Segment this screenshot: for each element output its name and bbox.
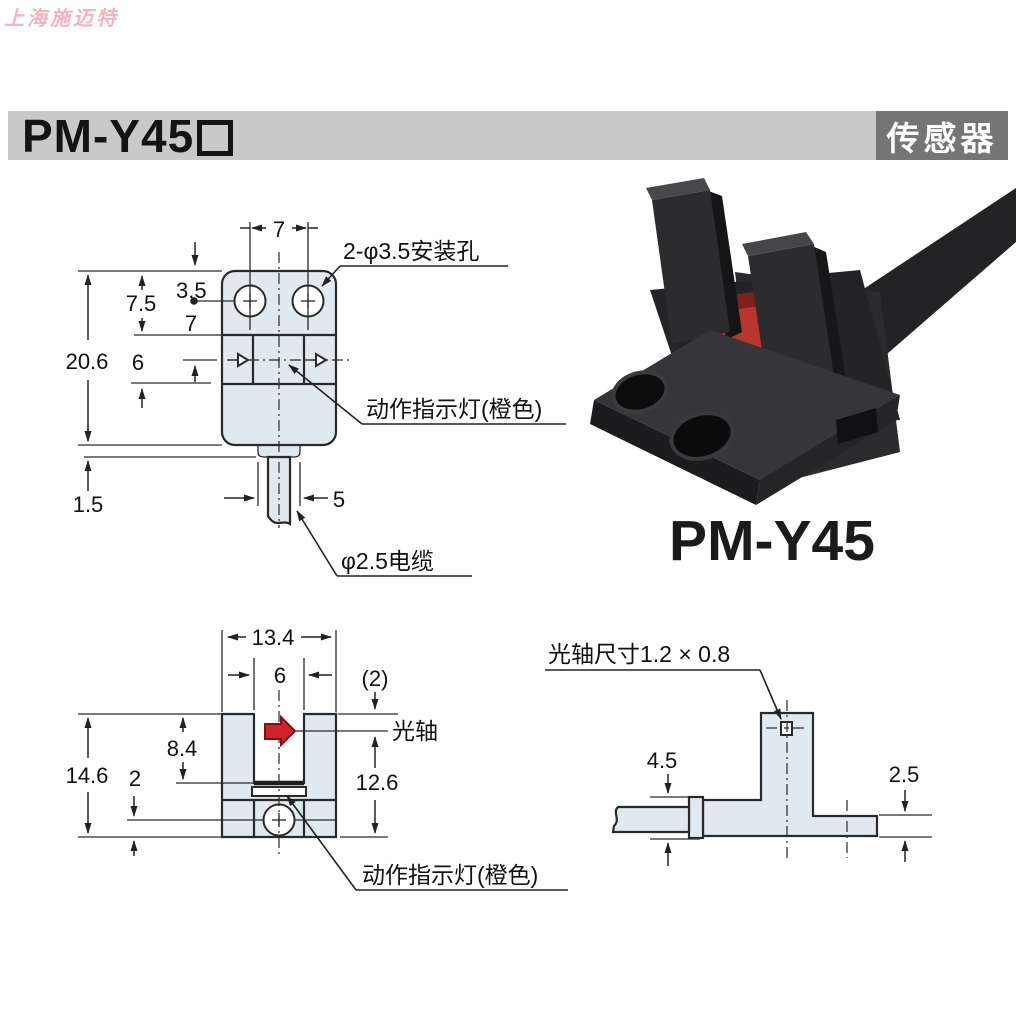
optical-axis-arrow-icon — [264, 714, 297, 748]
optical-axis-marker-icons — [228, 352, 328, 368]
dim-arm-thickness: 2.5 — [889, 762, 920, 787]
dim-indicator-offset: 2 — [129, 766, 141, 791]
section-title-bar: PM-Y45 — [8, 109, 876, 162]
side-view-drawing: 光轴尺寸1.2 × 0.8 4.5 2.5 — [545, 641, 932, 866]
dim-overall-width: 13.4 — [252, 625, 295, 650]
dim-base-height: 4.5 — [647, 748, 678, 773]
photo-hole-1 — [611, 370, 669, 414]
dim-axis-section: 6 — [132, 350, 144, 375]
slot-view-drawing: 13.4 6 (2) 光轴 12.6 14.6 8.4 2 动作指示灯(橙色) — [66, 625, 568, 891]
dim-slot-width: 6 — [274, 663, 286, 688]
dim-slot-depth: 8.4 — [167, 736, 198, 761]
sensor-body-side — [701, 711, 879, 838]
sensor-body-slot — [220, 712, 338, 839]
photo-flange — [594, 330, 900, 480]
watermark-logo: 上海施迈特 — [4, 8, 119, 30]
dim-hole-pitch: 7 — [273, 217, 285, 242]
dim-axis-to-bottom: 12.6 — [356, 770, 399, 795]
model-title: PM-Y45 — [22, 109, 195, 162]
label-indicator-front: 动作指示灯(橙色) — [366, 396, 542, 422]
front-view-drawing: 7 3.5 7.5 7 20.6 6 1.5 5 2-φ3.5安装孔 — [66, 217, 566, 577]
label-optical-axis: 光轴 — [392, 718, 438, 744]
photo-cable — [862, 188, 1016, 360]
cable-side — [611, 805, 691, 834]
dim-edge-to-step: 7.5 — [126, 291, 157, 316]
label-cable: φ2.5电缆 — [341, 548, 434, 574]
product-photo: PM-Y45 — [590, 178, 1016, 573]
dim-bottom-lip: 1.5 — [73, 492, 104, 517]
photo-left-prong — [652, 190, 730, 344]
category-badge-label: 传感器 — [886, 119, 998, 157]
label-mounting-holes: 2-φ3.5安装孔 — [343, 238, 479, 264]
model-suffix-box-icon — [197, 119, 234, 156]
dim-step-width: 7 — [185, 311, 197, 336]
category-badge: 传感器 — [876, 111, 1008, 160]
dim-axis-offset: (2) — [362, 666, 389, 691]
label-indicator-slot: 动作指示灯(橙色) — [362, 862, 538, 888]
dim-neck-width: 5 — [333, 487, 345, 512]
dim-slot-overall-height: 14.6 — [66, 763, 109, 788]
lens-shelf — [251, 786, 307, 797]
cable-bushing — [687, 795, 705, 840]
dim-edge-to-hole: 3.5 — [176, 278, 207, 303]
photo-caption: PM-Y45 — [669, 509, 875, 573]
label-beam-size: 光轴尺寸1.2 × 0.8 — [548, 641, 730, 667]
photo-hole-2 — [669, 411, 735, 461]
dim-overall-height: 20.6 — [66, 349, 109, 374]
